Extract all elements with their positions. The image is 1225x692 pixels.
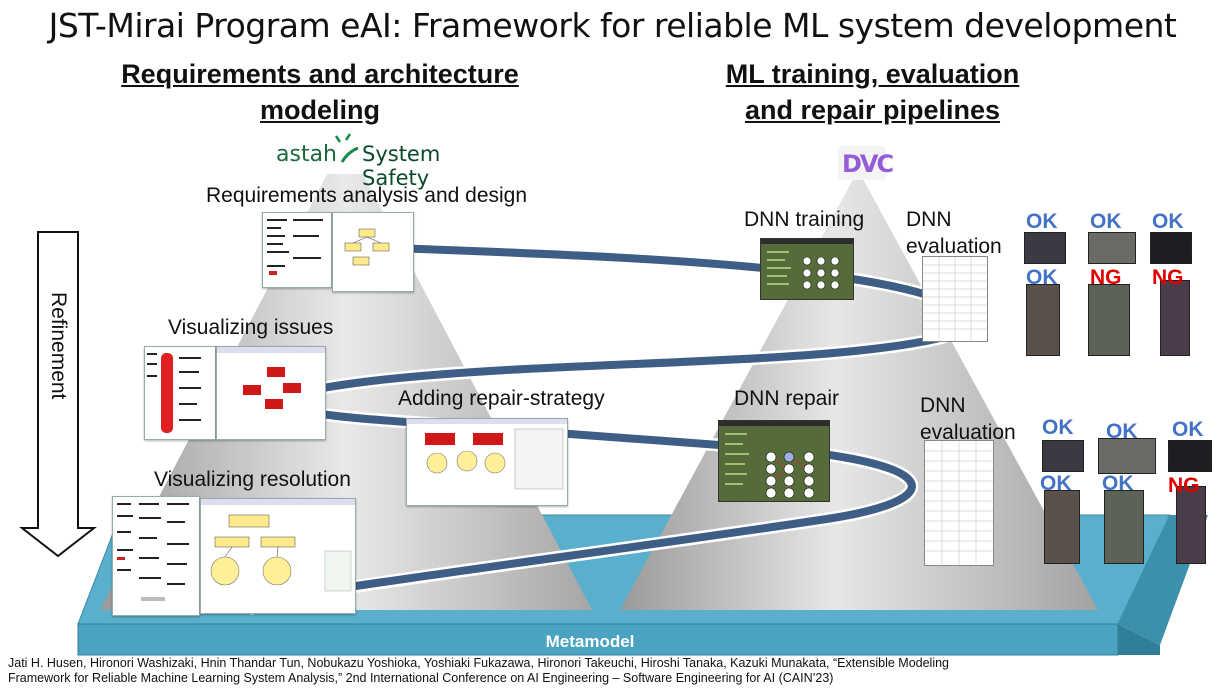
result-bottom-6: NG <box>1168 474 1200 497</box>
result-top-2: OK <box>1090 210 1122 233</box>
astah-brand: astah <box>276 142 337 167</box>
evaluation-top-line1: DNN <box>906 208 952 231</box>
result-bottom-3: OK <box>1172 418 1204 441</box>
car-photo-2 <box>1088 232 1136 264</box>
evaluation-table-top <box>922 256 988 342</box>
step-dnn-evaluation-bottom: DNN evaluation <box>920 392 1016 446</box>
step-dnn-repair: DNN repair <box>734 387 840 410</box>
result-top-1: OK <box>1026 210 1058 233</box>
result-top-6: NG <box>1152 266 1184 289</box>
result-bottom-5: OK <box>1102 472 1134 495</box>
step-dnn-training: DNN training <box>744 208 865 231</box>
evaluation-table-bottom <box>924 440 994 566</box>
astah-logo: astah System Safety <box>272 132 508 190</box>
repair-strategy-screenshot <box>406 418 568 506</box>
citation: Jati H. Husen, Hironori Washizaki, Hnin … <box>8 656 1218 686</box>
dnn-repair-screenshot <box>718 420 830 502</box>
citation-line2: Framework for Reliable Machine Learning … <box>8 671 834 685</box>
right-heading-line2: and repair pipelines <box>744 95 1001 125</box>
step-visualizing-issues: Visualizing issues <box>168 316 334 339</box>
dnn-training-screenshot <box>760 238 854 300</box>
pedestrian-photo-5 <box>1104 490 1144 564</box>
citation-line1: Jati H. Husen, Hironori Washizaki, Hnin … <box>8 656 950 670</box>
step-requirements-analysis: Requirements analysis and design <box>206 184 528 207</box>
car-photo-3 <box>1150 232 1192 264</box>
step-repair-strategy: Adding repair-strategy <box>398 387 605 410</box>
astah-swoosh-icon <box>334 133 359 163</box>
evaluation-bottom-line1: DNN <box>920 394 966 417</box>
left-heading: Requirements and architecture modeling <box>70 56 570 128</box>
issues-list-screenshot <box>144 346 216 440</box>
page-title: JST-Mirai Program eAI: Framework for rel… <box>48 6 1177 45</box>
right-heading: ML training, evaluation and repair pipel… <box>680 56 1065 128</box>
result-top-5: NG <box>1090 266 1122 289</box>
astah-product: System Safety <box>362 142 441 190</box>
pedestrian-photo-1 <box>1026 284 1060 356</box>
left-heading-line1: Requirements and architecture <box>121 59 519 89</box>
pedestrian-photo-4 <box>1044 490 1080 564</box>
evaluation-top-line2: evaluation <box>906 235 1002 258</box>
step-visualizing-resolution: Visualizing resolution <box>154 468 351 491</box>
refinement-arrow <box>19 231 97 558</box>
result-bottom-1: OK <box>1042 416 1074 439</box>
requirements-diagram-screenshot <box>332 212 414 292</box>
result-bottom-4: OK <box>1040 472 1072 495</box>
result-bottom-2: OK <box>1106 420 1138 443</box>
car-photo-5 <box>1098 438 1156 474</box>
pedestrian-photo-6 <box>1176 486 1206 564</box>
left-heading-line2: modeling <box>260 95 380 125</box>
resolution-list-screenshot <box>112 496 200 616</box>
car-photo-1 <box>1024 232 1066 264</box>
car-photo-4 <box>1042 440 1084 472</box>
dvc-logo-text: DVC <box>842 150 894 178</box>
requirements-model-screenshot <box>262 212 332 288</box>
resolution-diagram-screenshot <box>200 498 356 614</box>
result-top-3: OK <box>1152 210 1184 233</box>
car-photo-6 <box>1168 440 1212 472</box>
right-heading-line1: ML training, evaluation <box>725 59 1020 89</box>
metamodel-label: Metamodel <box>545 632 635 651</box>
pedestrian-photo-3 <box>1160 280 1190 356</box>
dvc-logo: DVC <box>838 146 894 180</box>
evaluation-bottom-line2: evaluation <box>920 421 1016 444</box>
step-dnn-evaluation-top: DNN evaluation <box>906 206 1002 260</box>
result-top-4: OK <box>1026 266 1058 289</box>
issues-diagram-screenshot <box>216 346 326 440</box>
pedestrian-photo-2 <box>1088 284 1130 356</box>
refinement-label: Refinement <box>47 292 70 400</box>
